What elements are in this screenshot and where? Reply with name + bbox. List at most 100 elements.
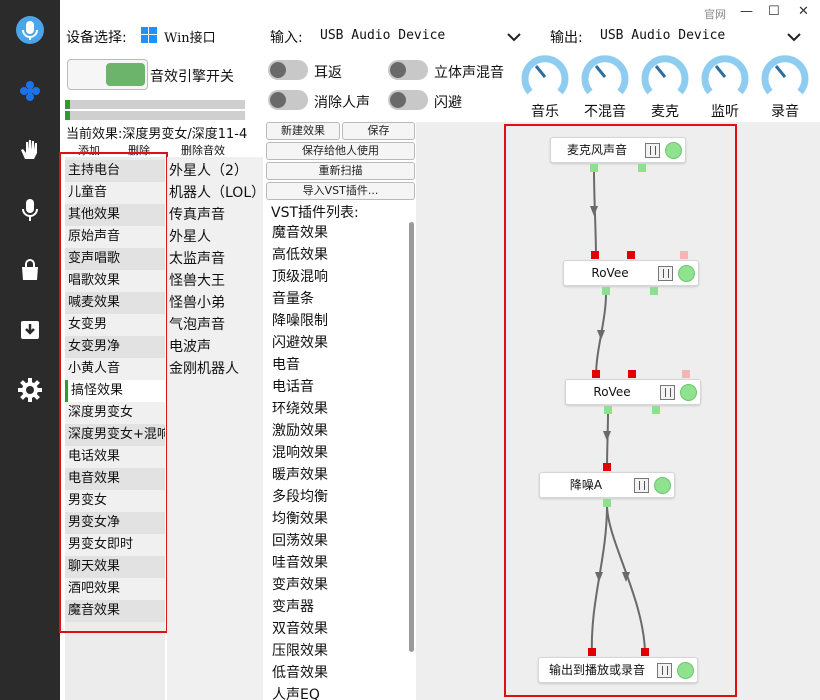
- input-port[interactable]: [680, 251, 688, 259]
- effect-item[interactable]: 电话效果: [65, 446, 165, 468]
- preset-item[interactable]: 太监声音: [169, 251, 225, 267]
- maximize-button[interactable]: ☐: [768, 4, 780, 19]
- input-device-value[interactable]: USB Audio Device: [320, 28, 446, 43]
- node-status-dot[interactable]: [677, 662, 694, 679]
- output-port[interactable]: [652, 406, 660, 414]
- input-port[interactable]: [591, 251, 599, 259]
- knob-mic[interactable]: [640, 52, 690, 102]
- effect-item[interactable]: 深度男变女+混响: [65, 424, 165, 446]
- vst-item[interactable]: 均衡效果: [272, 511, 328, 527]
- official-site-link[interactable]: 官网: [704, 8, 726, 21]
- bag-icon[interactable]: [15, 255, 45, 285]
- engine-switch[interactable]: [67, 59, 148, 90]
- preset-item[interactable]: 怪兽小弟: [169, 295, 225, 311]
- vst-item[interactable]: 哇音效果: [272, 555, 328, 571]
- graph-node-output[interactable]: 输出到播放或录音: [538, 657, 698, 683]
- vst-item[interactable]: 混响效果: [272, 445, 328, 461]
- equalizer-icon[interactable]: [645, 143, 660, 158]
- input-port[interactable]: [641, 648, 649, 656]
- effect-item[interactable]: 男变女: [65, 490, 165, 512]
- graph-node-mic-input[interactable]: 麦克风声音: [550, 137, 686, 163]
- output-chevron-down-icon[interactable]: [786, 28, 802, 47]
- output-port[interactable]: [604, 406, 612, 414]
- effect-item[interactable]: 其他效果: [65, 204, 165, 226]
- effect-item[interactable]: 魔音效果: [65, 600, 165, 622]
- vst-item[interactable]: 人声EQ: [272, 687, 320, 700]
- vst-item[interactable]: 多段均衡: [272, 489, 328, 505]
- effect-item[interactable]: 喊麦效果: [65, 292, 165, 314]
- node-status-dot[interactable]: [678, 265, 695, 282]
- save-button[interactable]: 保存: [342, 122, 415, 140]
- effect-item[interactable]: 主持电台: [65, 160, 165, 182]
- effect-item[interactable]: 酒吧效果: [65, 578, 165, 600]
- node-status-dot[interactable]: [654, 477, 671, 494]
- input-port[interactable]: [627, 251, 635, 259]
- gear-icon[interactable]: [15, 375, 45, 405]
- equalizer-icon[interactable]: [658, 266, 673, 281]
- vst-item[interactable]: 魔音效果: [272, 225, 328, 241]
- input-port[interactable]: [682, 370, 690, 378]
- vst-item[interactable]: 顶级混响: [272, 269, 328, 285]
- effect-item[interactable]: 变声唱歌: [65, 248, 165, 270]
- preset-item[interactable]: 传真声音: [169, 207, 225, 223]
- preset-item[interactable]: 怪兽大王: [169, 273, 225, 289]
- output-port[interactable]: [638, 164, 646, 172]
- flower-icon[interactable]: [15, 76, 45, 106]
- vst-item[interactable]: 闪避效果: [272, 335, 328, 351]
- input-port[interactable]: [588, 648, 596, 656]
- new-effect-button[interactable]: 新建效果: [266, 122, 340, 140]
- hand-icon[interactable]: [15, 135, 45, 165]
- node-status-dot[interactable]: [680, 384, 697, 401]
- equalizer-icon[interactable]: [634, 478, 649, 493]
- effect-item-selected[interactable]: 搞怪效果: [65, 380, 165, 402]
- effect-item[interactable]: 女变男: [65, 314, 165, 336]
- rescan-button[interactable]: 重新扫描: [266, 162, 415, 180]
- effect-item[interactable]: 电音效果: [65, 468, 165, 490]
- graph-node-rovee-2[interactable]: RoVee: [565, 379, 701, 405]
- effect-item[interactable]: 唱歌效果: [65, 270, 165, 292]
- preset-item[interactable]: 气泡声音: [169, 317, 225, 333]
- preset-item[interactable]: 机器人（LOL）: [169, 185, 266, 201]
- vst-item[interactable]: 回荡效果: [272, 533, 328, 549]
- device-select-value[interactable]: Win接口: [164, 31, 216, 46]
- preset-item[interactable]: 金刚机器人: [169, 361, 239, 377]
- vst-item[interactable]: 激励效果: [272, 423, 328, 439]
- output-port[interactable]: [650, 287, 658, 295]
- vocal-remove-toggle[interactable]: [268, 90, 308, 110]
- equalizer-icon[interactable]: [657, 663, 672, 678]
- knob-music[interactable]: [520, 52, 570, 102]
- preset-item[interactable]: 外星人: [169, 229, 211, 245]
- graph-node-rovee-1[interactable]: RoVee: [563, 260, 699, 286]
- node-status-dot[interactable]: [665, 142, 682, 159]
- ducking-toggle[interactable]: [388, 90, 428, 110]
- microphone-icon[interactable]: [15, 195, 45, 225]
- preset-item[interactable]: 电波声: [169, 339, 211, 355]
- vst-item[interactable]: 电话音: [272, 379, 314, 395]
- save-for-others-button[interactable]: 保存给他人使用: [266, 142, 415, 160]
- mic-icon[interactable]: [15, 15, 45, 45]
- vst-item[interactable]: 电音: [272, 357, 300, 373]
- effect-item[interactable]: 儿童音: [65, 182, 165, 204]
- output-device-value[interactable]: USB Audio Device: [600, 28, 726, 43]
- vst-item[interactable]: 降噪限制: [272, 313, 328, 329]
- effect-item[interactable]: 原始声音: [65, 226, 165, 248]
- vst-item[interactable]: 低音效果: [272, 665, 328, 681]
- input-port[interactable]: [592, 370, 600, 378]
- effect-item[interactable]: 聊天效果: [65, 556, 165, 578]
- input-port[interactable]: [603, 463, 611, 471]
- vst-item[interactable]: 变声器: [272, 599, 314, 615]
- vst-item[interactable]: 音量条: [272, 291, 314, 307]
- vst-item[interactable]: 双音效果: [272, 621, 328, 637]
- close-button[interactable]: ✕: [798, 4, 809, 19]
- vst-item[interactable]: 压限效果: [272, 643, 328, 659]
- effect-item[interactable]: 男变女即时: [65, 534, 165, 556]
- knob-monitor[interactable]: [700, 52, 750, 102]
- vst-item[interactable]: 环绕效果: [272, 401, 328, 417]
- knob-no-mix[interactable]: [580, 52, 630, 102]
- effect-item[interactable]: 小黄人音: [65, 358, 165, 380]
- graph-node-denoise[interactable]: 降噪A: [539, 472, 675, 498]
- ear-return-toggle[interactable]: [268, 60, 308, 80]
- input-port[interactable]: [628, 370, 636, 378]
- vst-list-scrollbar[interactable]: [409, 222, 414, 652]
- output-port[interactable]: [603, 499, 611, 507]
